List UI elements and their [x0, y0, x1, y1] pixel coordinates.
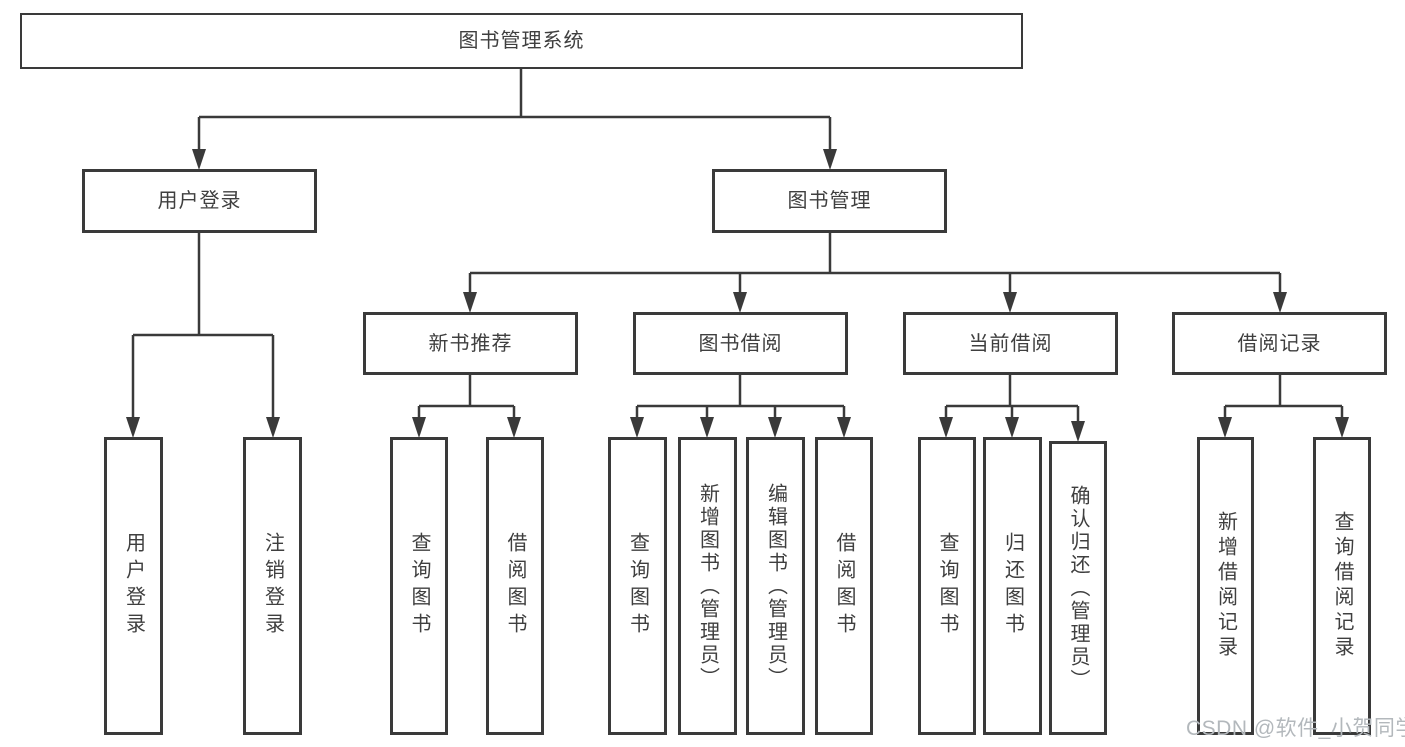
node-current-borrowing: 当前借阅 — [903, 312, 1118, 375]
leaf-borrow-edit-books-admin: 编辑图书（管理员） — [746, 437, 805, 735]
csdn-watermark: CSDN @软件_小贺同学 — [1186, 717, 1405, 740]
leaf-borrow-borrow-books: 借阅图书 — [815, 437, 873, 735]
leaf-recommend-borrow-books: 借阅图书 — [486, 437, 544, 735]
leaf-recommend-borrow-books-label: 借阅图书 — [504, 532, 526, 640]
leaf-current-confirm-return-admin-label: 确认归还（管理员） — [1067, 484, 1089, 692]
leaf-logout-login: 注销登录 — [243, 437, 302, 735]
leaf-recommend-query-books-label: 查询图书 — [408, 532, 430, 640]
node-library-system-label: 图书管理系统 — [458, 30, 585, 52]
node-book-borrowing-label: 图书借阅 — [698, 332, 783, 355]
node-user-login: 用户登录 — [82, 169, 317, 233]
node-borrowing-records-label: 借阅记录 — [1237, 332, 1322, 355]
leaf-borrow-query-books: 查询图书 — [608, 437, 667, 735]
node-book-management-label: 图书管理 — [787, 190, 872, 212]
leaf-borrow-borrow-books-label: 借阅图书 — [833, 532, 855, 640]
leaf-current-confirm-return-admin: 确认归还（管理员） — [1049, 441, 1107, 735]
leaf-user-login: 用户登录 — [104, 437, 163, 735]
leaf-borrow-edit-books-admin-label: 编辑图书（管理员） — [764, 482, 787, 690]
leaf-current-query-books: 查询图书 — [918, 437, 976, 735]
node-book-borrowing: 图书借阅 — [633, 312, 848, 375]
node-new-book-recommendation-label: 新书推荐 — [428, 332, 513, 355]
leaf-borrow-add-books-admin: 新增图书（管理员） — [678, 437, 737, 735]
node-current-borrowing-label: 当前借阅 — [968, 332, 1053, 355]
leaf-current-query-books-label: 查询图书 — [936, 532, 958, 640]
leaf-records-query-record: 查询借阅记录 — [1313, 437, 1371, 735]
leaf-borrow-add-books-admin-label: 新增图书（管理员） — [696, 482, 719, 690]
node-new-book-recommendation: 新书推荐 — [363, 312, 578, 375]
node-book-management: 图书管理 — [712, 169, 947, 233]
leaf-logout-login-label: 注销登录 — [261, 532, 284, 640]
node-library-system: 图书管理系统 — [20, 13, 1023, 69]
leaf-records-add-record-label: 新增借阅记录 — [1214, 511, 1237, 661]
leaf-borrow-query-books-label: 查询图书 — [626, 532, 649, 640]
leaf-records-add-record: 新增借阅记录 — [1197, 437, 1254, 735]
node-borrowing-records: 借阅记录 — [1172, 312, 1387, 375]
leaf-current-return-books: 归还图书 — [983, 437, 1042, 735]
node-user-login-label: 用户登录 — [157, 190, 242, 212]
leaf-user-login-label: 用户登录 — [122, 532, 145, 640]
leaf-records-query-record-label: 查询借阅记录 — [1331, 511, 1353, 661]
leaf-recommend-query-books: 查询图书 — [390, 437, 448, 735]
leaf-current-return-books-label: 归还图书 — [1001, 532, 1024, 640]
